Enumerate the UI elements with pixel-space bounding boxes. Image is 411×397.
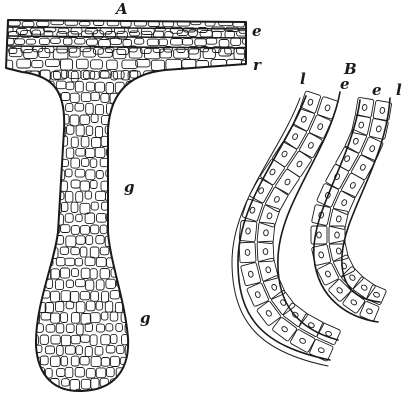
label-b-left-e: e xyxy=(340,77,350,92)
panel-a-drawing xyxy=(1,20,254,397)
label-a-gland-lower: g xyxy=(140,311,151,326)
label-b-right-e: e xyxy=(372,83,382,98)
panel-b-right-strip-inner xyxy=(342,98,390,302)
label-a-top-layer: r xyxy=(253,58,261,73)
panel-b-left-strip-cuticle xyxy=(232,98,328,366)
panel-b-drawing xyxy=(232,91,392,366)
panel-a-label: A xyxy=(116,2,128,17)
label-b-right-l: l xyxy=(396,83,402,98)
label-a-gland-upper: g xyxy=(124,180,135,195)
label-a-epidermis: e xyxy=(252,24,262,39)
label-b-left-l: l xyxy=(300,72,306,87)
panel-b-left-strip-inner xyxy=(278,92,340,340)
